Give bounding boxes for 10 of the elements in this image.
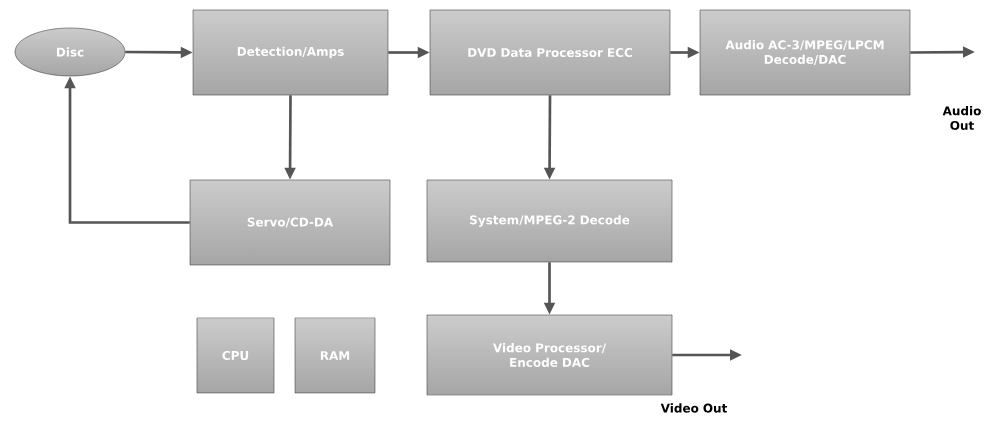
process-box: Video Processor/ Encode DAC: [426, 314, 673, 396]
process-box: CPU: [196, 317, 275, 394]
process-box: Audio AC-3/MPEG/LPCM Decode/DAC: [699, 9, 911, 96]
process-box: DVD Data Processor ECC: [429, 9, 671, 96]
process-box: Detection/Amps: [192, 9, 389, 96]
process-box: RAM: [294, 317, 376, 394]
process-box: System/MPEG-2 Decode: [426, 179, 673, 263]
process-box: Servo/CD-DA: [189, 179, 391, 266]
output-label: Audio Out: [942, 106, 981, 130]
output-label: Video Out: [660, 403, 728, 413]
